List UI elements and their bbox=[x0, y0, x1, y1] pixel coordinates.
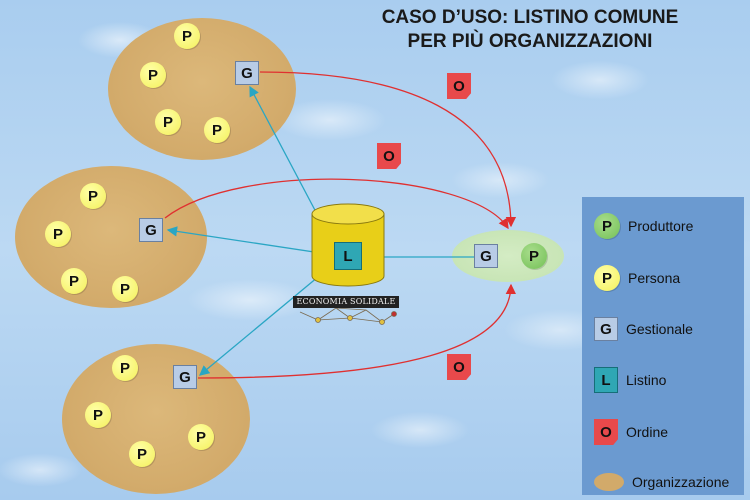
order-flow-middle bbox=[164, 178, 509, 230]
legend-label: Persona bbox=[628, 270, 681, 286]
ordine-swatch: O bbox=[594, 419, 618, 445]
persona-node[interactable]: P bbox=[129, 441, 155, 467]
ordine-document-middle[interactable]: O bbox=[377, 143, 401, 169]
legend-panel: P Produttore P Persona G Gestionale L Li… bbox=[582, 197, 744, 495]
economia-solidale-label: ECONOMIA SOLIDALE bbox=[293, 296, 399, 308]
legend-label: Organizzazione bbox=[632, 474, 730, 490]
ordine-document-bottom[interactable]: O bbox=[447, 354, 471, 380]
persona-node[interactable]: P bbox=[188, 424, 214, 450]
legend-item-listino: L Listino bbox=[594, 367, 666, 393]
legend-item-ordine: O Ordine bbox=[594, 419, 668, 445]
listino-flow-to-bottom bbox=[199, 261, 337, 376]
persona-node[interactable]: P bbox=[80, 183, 106, 209]
persona-node[interactable]: P bbox=[112, 276, 138, 302]
order-flow-bottom bbox=[197, 283, 517, 379]
legend-label: Ordine bbox=[626, 424, 669, 440]
legend-label: Gestionale bbox=[626, 321, 693, 337]
persona-node[interactable]: P bbox=[204, 117, 230, 143]
persona-swatch: P bbox=[594, 265, 620, 291]
title-line-1: CASO D’USO: LISTINO COMUNE bbox=[381, 7, 679, 28]
gestionale-node-top[interactable]: G bbox=[235, 61, 259, 85]
gestionale-node-middle[interactable]: G bbox=[139, 218, 163, 242]
persona-node[interactable]: P bbox=[85, 402, 111, 428]
gestionale-node-producer[interactable]: G bbox=[474, 244, 498, 268]
legend-item-persona: P Persona bbox=[594, 265, 680, 291]
organization-top bbox=[108, 18, 296, 160]
persona-node[interactable]: P bbox=[61, 268, 87, 294]
listino-swatch: L bbox=[594, 367, 618, 393]
persona-node[interactable]: P bbox=[112, 355, 138, 381]
title-line-2: PER PIÙ ORGANIZZAZIONI bbox=[407, 31, 653, 52]
persona-node[interactable]: P bbox=[155, 109, 181, 135]
listino-flow-to-middle bbox=[166, 226, 335, 256]
legend-label: Produttore bbox=[628, 218, 694, 234]
legend-label: Listino bbox=[626, 372, 667, 388]
diagram-title: CASO D’USO: LISTINO COMUNE PER PIÙ ORGAN… bbox=[350, 6, 710, 54]
listino-node[interactable]: L bbox=[334, 242, 362, 270]
legend-item-gestionale: G Gestionale bbox=[594, 317, 693, 341]
order-flow-top bbox=[259, 71, 517, 228]
legend-item-organizzazione: Organizzazione bbox=[594, 473, 729, 491]
persona-node[interactable]: P bbox=[45, 221, 71, 247]
gestionale-node-bottom[interactable]: G bbox=[173, 365, 197, 389]
gestionale-swatch: G bbox=[594, 317, 618, 341]
organizzazione-swatch bbox=[594, 473, 624, 491]
legend-item-produttore: P Produttore bbox=[594, 213, 693, 239]
database-cylinder bbox=[311, 203, 385, 287]
persona-node[interactable]: P bbox=[174, 23, 200, 49]
produttore-node[interactable]: P bbox=[521, 243, 547, 269]
produttore-swatch: P bbox=[594, 213, 620, 239]
network-graphic bbox=[299, 307, 397, 325]
ordine-document-top[interactable]: O bbox=[447, 73, 471, 99]
persona-node[interactable]: P bbox=[140, 62, 166, 88]
